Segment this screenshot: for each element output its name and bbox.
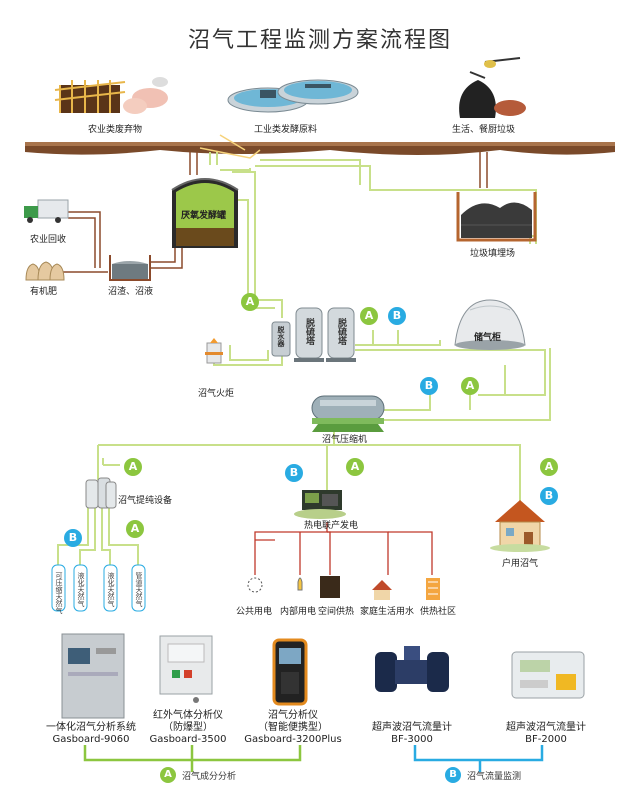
device-model: Gasboard-9060 <box>52 734 130 745</box>
device-3500: 红外气体分析仪 （防爆型） Gasboard-3500 <box>138 710 238 746</box>
storage-picture <box>454 299 526 350</box>
fertilizer-picture <box>25 261 65 281</box>
device-bf3000-picture <box>375 646 449 692</box>
house-picture <box>490 500 550 552</box>
device-name: 红外气体分析仪 <box>153 710 223 721</box>
badge-b: B <box>388 307 406 325</box>
cng-label-3: 液化天然气 <box>107 572 115 607</box>
legend-a-bracket <box>83 745 302 772</box>
slurry-tank-picture <box>109 255 151 281</box>
device-9060-picture <box>61 633 125 719</box>
compressor-picture <box>311 395 385 432</box>
storage-label: 储气柜 <box>474 333 502 343</box>
torch-picture <box>205 338 223 364</box>
legend-b-badge: B <box>445 767 461 783</box>
soil-top <box>25 142 615 146</box>
brown-pipes <box>62 152 488 273</box>
legend-b-bracket <box>413 745 544 772</box>
green-pipes <box>57 152 551 565</box>
device-name: 沼气分析仪 <box>268 710 318 721</box>
device-bf3000: 超声波沼气流量计 BF-3000 <box>362 722 462 746</box>
cng-label-4: 管道天然气 <box>135 572 143 607</box>
compressor-label: 沼气压缩机 <box>322 435 368 445</box>
soil-band <box>25 146 615 155</box>
power-lines <box>254 522 433 575</box>
device-9060: 一体化沼气分析系统 Gasboard-9060 <box>36 722 146 746</box>
load-water-label: 家庭生活用水 <box>360 607 415 617</box>
cng-label-1: 可压缩天然气 <box>55 572 63 614</box>
badge-b: B <box>420 377 438 395</box>
device-sub: （防爆型） <box>163 722 213 733</box>
cng-cylinders <box>51 564 146 612</box>
tower2-label: 脱硫塔 <box>336 318 346 345</box>
farm-picture <box>54 77 168 114</box>
garbage-picture <box>459 57 526 118</box>
device-model: Gasboard-3500 <box>149 734 227 745</box>
badge-a: A <box>540 458 558 476</box>
fertilizer-label: 有机肥 <box>30 287 58 297</box>
device-3200-picture <box>272 638 308 706</box>
device-name: 超声波沼气流量计 <box>506 722 586 733</box>
badge-a: A <box>241 293 259 311</box>
load-community-label: 供热社区 <box>420 607 457 617</box>
badge-a: A <box>360 307 378 325</box>
cng-label-2: 液化天然气 <box>77 572 85 607</box>
legend-b-label: 沼气流量监测 <box>467 772 522 782</box>
torch-label: 沼气火炬 <box>198 389 235 399</box>
digester-label: 厌氧发酵罐 <box>181 211 227 221</box>
device-model: Gasboard-3200Plus <box>244 734 342 745</box>
device-name: 一体化沼气分析系统 <box>46 722 136 733</box>
device-bf2000-picture <box>511 651 585 699</box>
device-name: 超声波沼气流量计 <box>372 722 452 733</box>
badge-b: B <box>285 464 303 482</box>
page-title: 沼气工程监测方案流程图 <box>187 28 452 53</box>
load-internal-label: 内部用电 <box>280 607 317 617</box>
device-bf2000: 超声波沼气流量计 BF-2000 <box>496 722 596 746</box>
slurry-label: 沼渣、沼液 <box>108 287 154 297</box>
yellow-pipes <box>199 134 261 159</box>
landfill-picture <box>456 192 537 242</box>
landfill-label: 垃圾填埋场 <box>470 249 516 259</box>
load-icons <box>247 576 440 600</box>
truck-label: 农业回收 <box>30 235 67 245</box>
source-agri-label: 农业类废弃物 <box>88 125 143 135</box>
legend-a-badge: A <box>160 767 176 783</box>
generator-picture <box>294 490 346 519</box>
badge-b: B <box>64 529 82 547</box>
chp-label: 热电联产发电 <box>304 521 359 531</box>
legend-a-label: 沼气成分分析 <box>182 772 237 782</box>
device-model: BF-2000 <box>525 734 567 745</box>
badge-b: B <box>540 487 558 505</box>
device-3200: 沼气分析仪 （智能便携型） Gasboard-3200Plus <box>238 710 348 746</box>
household-label: 户用沼气 <box>502 559 539 569</box>
digester-picture <box>171 178 239 248</box>
badge-a: A <box>124 458 142 476</box>
tower1-label: 脱硫塔 <box>304 318 314 345</box>
device-3500-picture <box>159 635 213 703</box>
truck-picture <box>24 199 69 223</box>
load-heat-label: 空间供热 <box>318 607 355 617</box>
dryer-label: 脱水器 <box>277 326 285 347</box>
badge-a: A <box>346 458 364 476</box>
pool-picture <box>227 79 359 113</box>
purify-picture <box>85 477 117 509</box>
device-model: BF-3000 <box>391 734 433 745</box>
load-public-label: 公共用电 <box>236 607 273 617</box>
tower-pictures <box>271 307 356 362</box>
badge-a: A <box>126 520 144 538</box>
source-industry-label: 工业类发酵原料 <box>254 125 318 135</box>
device-sub: （智能便携型） <box>258 722 328 733</box>
badge-a: A <box>461 377 479 395</box>
source-life-label: 生活、餐厨垃圾 <box>452 125 516 135</box>
purify-label: 沼气提纯设备 <box>118 496 173 506</box>
